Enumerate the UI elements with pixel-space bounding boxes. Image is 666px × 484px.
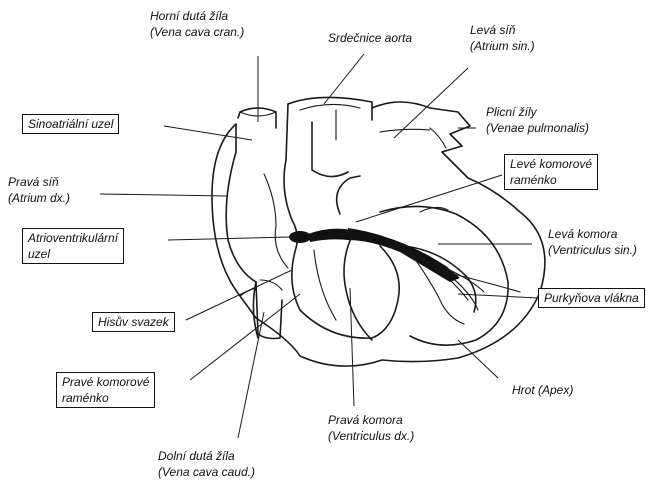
label-right-bundle-1: Pravé komorové (62, 374, 149, 390)
inner-walls (264, 160, 399, 338)
label-atrium-sin-lat: (Atrium sin.) (470, 38, 535, 54)
label-ventriculus-dx-lat: (Ventriculus dx.) (328, 428, 414, 444)
leader-lines (100, 54, 538, 438)
conduction-system (289, 228, 520, 340)
heart-outline (212, 124, 545, 366)
label-atrium-dx-cz: Pravá síň (8, 174, 70, 190)
label-av-node-2: uzel (28, 246, 118, 262)
label-apex: Hrot (Apex) (512, 382, 573, 398)
label-vena-cava-caud-lat: (Vena cava caud.) (158, 464, 255, 480)
label-right-bundle-branch: Pravé komorové raménko (56, 372, 155, 408)
label-atrium-dx-lat: (Atrium dx.) (8, 190, 70, 206)
label-right-bundle-2: raménko (62, 390, 149, 406)
label-atrium-sin: Levá síň (Atrium sin.) (470, 22, 535, 54)
label-venae-pulmonalis: Plicní žíly (Venae pulmonalis) (486, 104, 589, 136)
aorta-shape (286, 97, 372, 176)
label-ventriculus-sin-cz: Levá komora (548, 226, 637, 242)
label-left-bundle-branch: Levé komorové raménko (504, 154, 598, 190)
label-his-bundle: Hisův svazek (92, 312, 175, 332)
label-av-node-1: Atrioventrikulární (28, 230, 118, 246)
label-vena-cava-caud: Dolní dutá žíla (Vena cava caud.) (158, 448, 255, 480)
label-sinoatrial-node: Sinoatriální uzel (22, 114, 119, 134)
label-vena-cava-caud-cz: Dolní dutá žíla (158, 448, 255, 464)
label-atrium-dx: Pravá síň (Atrium dx.) (8, 174, 70, 206)
label-venae-pulm-cz: Plicní žíly (486, 104, 589, 120)
label-aorta: Srdečnice aorta (328, 30, 412, 46)
label-ventriculus-dx: Pravá komora (Ventriculus dx.) (328, 412, 414, 444)
label-vena-cava-cran: Horní dutá žíla (Vena cava cran.) (150, 8, 244, 40)
label-venae-pulm-lat: (Venae pulmonalis) (486, 120, 589, 136)
label-ventriculus-dx-cz: Pravá komora (328, 412, 414, 428)
label-left-bundle-1: Levé komorové (510, 156, 592, 172)
label-av-node: Atrioventrikulární uzel (22, 228, 124, 264)
superior-vena-cava-shape (236, 108, 276, 152)
label-ventriculus-sin: Levá komora (Ventriculus sin.) (548, 226, 637, 258)
label-vena-cava-cran-lat: (Vena cava cran.) (150, 24, 244, 40)
left-atrium-shape (372, 102, 470, 166)
label-ventriculus-sin-lat: (Ventriculus sin.) (548, 242, 637, 258)
label-atrium-sin-cz: Levá síň (470, 22, 535, 38)
label-left-bundle-2: raménko (510, 172, 592, 188)
label-vena-cava-cran-cz: Horní dutá žíla (150, 8, 244, 24)
label-purkinje-fibers: Purkyňova vlákna (538, 288, 645, 308)
